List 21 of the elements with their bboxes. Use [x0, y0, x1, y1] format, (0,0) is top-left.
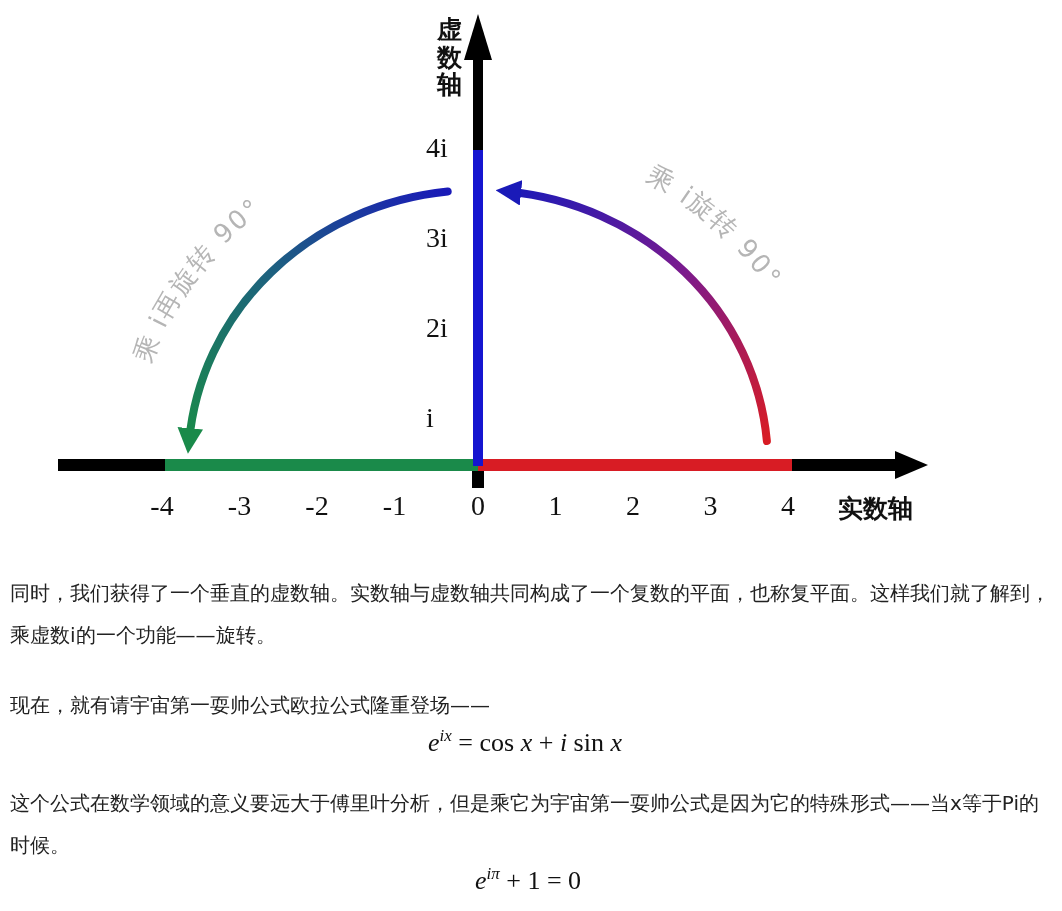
axis-title: 虚数轴 — [437, 16, 462, 99]
tick-label: -4 — [150, 490, 174, 522]
paragraph: 同时，我们获得了一个垂直的虚数轴。实数轴与虚数轴共同构成了一个复数的平面，也称复平面。这样我们就了解到，乘虚数i的一个功能——旋转。 — [10, 580, 1051, 649]
tick-label: 2i — [426, 312, 448, 344]
paragraph: 这个公式在数学领域的意义要远大于傅里叶分析，但是乘它为宇宙第一耍帅公式是因为它的特殊形式——当x等于Pi的时候。 — [10, 790, 1040, 859]
tick-label: 3i — [426, 222, 448, 254]
tick-label: 4i — [426, 132, 448, 164]
paragraph: 现在，就有请宇宙第一耍帅公式欧拉公式隆重登场—— — [10, 692, 491, 719]
tick-label: -2 — [305, 490, 329, 522]
formula: e$^{iπ}$ + 1 = 0 — [474, 864, 582, 896]
tick-label: 0 — [471, 490, 485, 522]
tick-label: 2 — [626, 490, 640, 522]
tick-label: -1 — [382, 490, 407, 522]
tick-label: 1 — [548, 490, 563, 522]
tick-label: i — [426, 402, 434, 434]
rotation-label: 乘 i旋转 90° — [642, 159, 788, 293]
formula: e$^{ix}$ = cos x + i sin x — [428, 726, 622, 758]
tick-label: 3 — [703, 490, 718, 522]
axis-title: 实数轴 — [838, 493, 913, 525]
tick-label: -3 — [227, 490, 252, 522]
tick-label: 4 — [781, 490, 795, 522]
